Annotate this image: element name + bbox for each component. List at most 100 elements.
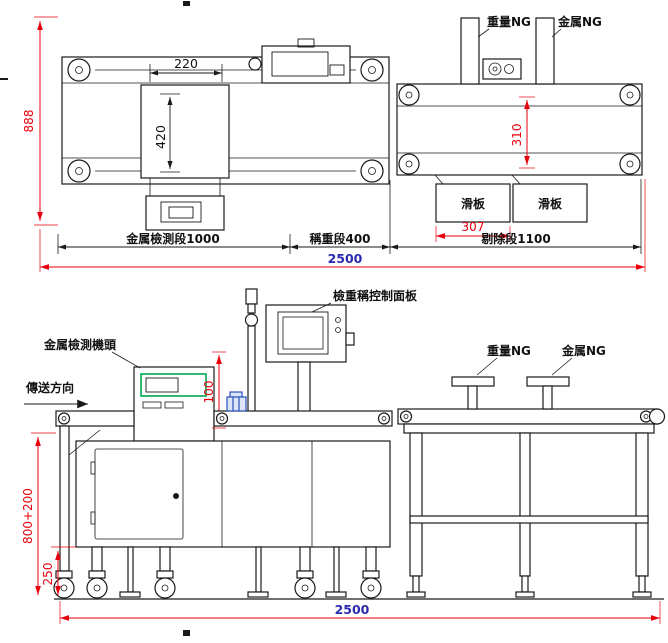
detector-display-box	[145, 195, 225, 231]
product-crate-icon	[226, 396, 247, 412]
screw-foot	[412, 575, 420, 593]
pushers-plan	[460, 17, 555, 85]
panel-screen	[277, 311, 329, 355]
leader-line	[477, 28, 490, 38]
foot-pad	[515, 591, 535, 598]
brace	[68, 429, 101, 456]
roller-icon	[377, 412, 391, 425]
dim-text-220: 220	[174, 56, 198, 71]
screw-foot	[127, 546, 134, 593]
metal-reject-pusher-plan	[535, 17, 555, 85]
dim-detector-length: 420	[153, 93, 180, 173]
panel-button-icon	[335, 317, 341, 323]
infeed-stand-leg	[59, 425, 70, 572]
dim-base-height: 250	[41, 546, 76, 595]
dim-text-310: 310	[510, 124, 524, 147]
control-panel-label: 檢重稱控制面板	[333, 288, 418, 303]
roller-icon	[619, 84, 641, 106]
registration-mark-bottom	[183, 630, 190, 636]
leader-line	[551, 357, 573, 376]
dim-detector-width: 220	[149, 56, 223, 82]
dim-text-2500-top: 2500	[328, 251, 363, 266]
detector-slot	[142, 401, 162, 409]
screw-foot	[521, 575, 529, 593]
detector-display-screen	[160, 201, 202, 223]
belt-sections-side	[55, 410, 393, 427]
product-on-belt	[226, 391, 247, 412]
foot-pad	[632, 591, 652, 598]
roller-icon	[398, 153, 420, 175]
dim-text-250: 250	[41, 563, 55, 586]
pusher-stem	[542, 385, 553, 410]
weight-ng-label-side: 重量NG	[487, 343, 531, 358]
registration-mark-top	[183, 1, 190, 6]
dim-overall-height: 888	[22, 16, 58, 226]
reject-conveyor-plan	[396, 83, 643, 176]
weight-reject-pusher-plate	[451, 376, 495, 387]
foot-pad	[406, 591, 426, 598]
right-machine-side	[397, 408, 666, 598]
hinge-icon	[90, 461, 96, 475]
slide-plate-left	[435, 183, 511, 223]
dim-belt-height: 800+200	[21, 432, 56, 595]
dim-text-800-200: 800+200	[21, 488, 35, 544]
left-machine-cabinet	[75, 440, 391, 548]
leg	[519, 432, 531, 577]
hinge-icon	[90, 511, 96, 525]
weight-ng-label: 重量NG	[487, 14, 531, 29]
roller-icon	[67, 58, 91, 82]
pusher-stem	[467, 385, 478, 410]
dim-text-888: 888	[22, 110, 36, 133]
direction-label: 傳送方向	[25, 380, 74, 395]
dim-slide-plate: 307	[435, 220, 511, 242]
dim-overall-length-top: 2500	[39, 179, 646, 272]
panel-pole	[247, 325, 256, 413]
panel-side-knob	[345, 332, 355, 346]
pusher-cylinder	[482, 58, 522, 80]
control-panel-assembly	[244, 288, 355, 413]
registration-mark-left	[0, 78, 8, 80]
leg	[409, 432, 423, 577]
roller-icon	[360, 159, 384, 183]
left-machine-legs	[53, 425, 382, 599]
signal-tower-icon	[245, 288, 258, 305]
leg	[299, 546, 311, 572]
roller-icon	[398, 84, 420, 106]
slide-plate-right	[512, 183, 588, 223]
caster-wheel-icon	[86, 577, 108, 599]
weigh-belt	[213, 410, 393, 427]
slide-plate-left-label: 滑板	[461, 196, 486, 211]
dim-overall-length-bottom: 2500	[59, 601, 661, 624]
screw-foot	[333, 546, 340, 593]
detector-head-callout: 金属檢測機頭	[43, 337, 141, 369]
drive-unit-plan	[248, 38, 351, 84]
leader-line	[311, 302, 332, 313]
control-panel-callout: 檢重稱控制面板	[311, 288, 418, 313]
reject-belt-side	[397, 408, 659, 425]
roller-icon	[215, 412, 229, 425]
section-dimensions: 金属檢測段1000 稱重段400 剔除段1100	[57, 179, 642, 254]
caster-wheel-icon	[154, 577, 176, 599]
leader-line	[111, 351, 141, 369]
roller-icon	[399, 410, 413, 423]
leader-line	[551, 28, 562, 38]
door-handle-icon	[173, 493, 179, 499]
screw-foot	[255, 546, 262, 593]
roller-icon	[619, 153, 641, 175]
slide-plate-right-label: 滑板	[538, 196, 563, 211]
top-plan-view: 220 420	[22, 14, 646, 272]
detector-slot	[164, 401, 184, 409]
caster-wheel-icon	[294, 577, 316, 599]
metal-reject-pusher-plate	[526, 376, 570, 387]
roller-icon	[360, 58, 384, 82]
leader-line	[476, 357, 498, 376]
detector-head-label: 金属檢測機頭	[43, 337, 117, 352]
leg	[635, 432, 649, 577]
frame-rail	[403, 423, 655, 434]
metal-detector-head	[133, 366, 215, 442]
foot-pad	[325, 591, 347, 598]
detector-screen-green	[140, 373, 207, 397]
motor-shaft-icon	[248, 57, 262, 71]
panel-stand	[297, 361, 311, 413]
